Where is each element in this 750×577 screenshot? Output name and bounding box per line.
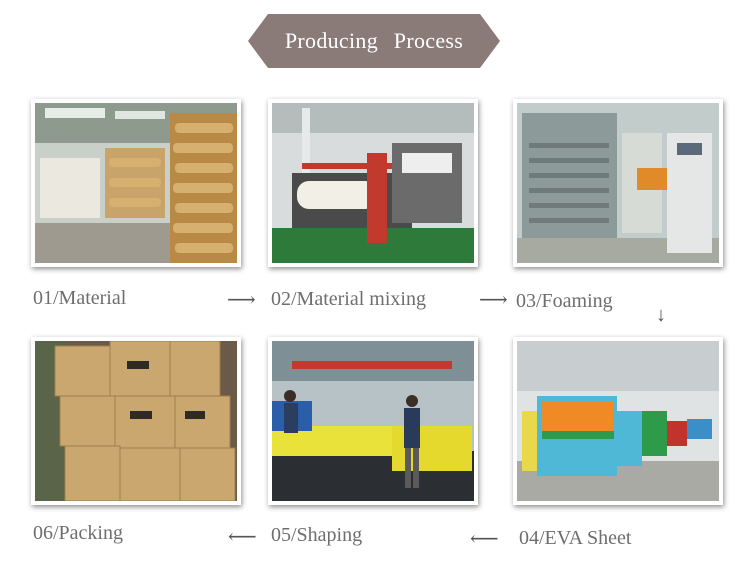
- step-label-foaming: 03/Foaming: [516, 290, 613, 312]
- packing-boxes-image: [35, 341, 237, 501]
- material-sacks-image: [35, 103, 237, 263]
- arrow-down-icon: ↓: [656, 304, 666, 326]
- eva-sheet-stacks-image: [517, 341, 719, 501]
- title-banner: Producing Process: [248, 14, 500, 68]
- step-label-packing: 06/Packing: [33, 522, 123, 544]
- step-label-shaping: 05/Shaping: [271, 524, 363, 546]
- mixing-machine-image: [272, 103, 474, 263]
- step-label-eva-sheet: 04/EVA Sheet: [519, 527, 632, 549]
- arrow-left-icon: ⟵: [470, 528, 499, 550]
- arrow-right-icon: ⟶: [227, 289, 256, 311]
- shaping-workshop-image: [272, 341, 474, 501]
- photo-shaping: [268, 337, 478, 505]
- banner-shape: [248, 14, 500, 68]
- photo-material: [31, 99, 241, 267]
- arrow-left-icon: ⟵: [228, 526, 257, 548]
- photo-material-mixing: [268, 99, 478, 267]
- arrow-right-icon: ⟶: [479, 289, 508, 311]
- photo-eva-sheet: [513, 337, 723, 505]
- step-label-material-mixing: 02/Material mixing: [271, 288, 426, 310]
- step-label-material: 01/Material: [33, 287, 127, 309]
- foaming-press-image: [517, 103, 719, 263]
- photo-packing: [31, 337, 241, 505]
- banner-title: Producing Process: [284, 28, 464, 53]
- photo-foaming: [513, 99, 723, 267]
